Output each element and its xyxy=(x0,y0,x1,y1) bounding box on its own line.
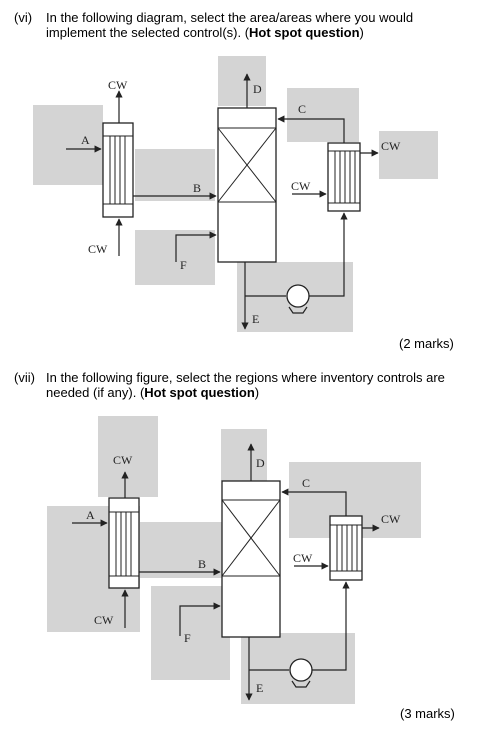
label-d: D xyxy=(253,82,262,96)
distillation-column xyxy=(221,480,281,638)
left-heat-exchanger xyxy=(108,497,140,589)
label-cw-right: CW xyxy=(381,512,401,526)
diagram-vi: CW A CW B D F C CW CW E xyxy=(33,56,438,332)
hotspot-region-stream-b[interactable] xyxy=(130,522,222,578)
feed-f-line xyxy=(175,231,217,262)
question-vi-hotspot-label: Hot spot question xyxy=(249,25,360,40)
reflux-c-line xyxy=(281,488,347,516)
hotspot-region-reflux-c[interactable] xyxy=(287,88,359,142)
hotspot-region-feed-f[interactable] xyxy=(151,586,230,680)
distillation-column xyxy=(217,107,277,263)
question-vi-number: (vi) xyxy=(14,10,33,25)
label-d: D xyxy=(256,456,265,470)
pump-icon xyxy=(289,658,313,688)
label-e: E xyxy=(256,681,263,695)
right-condenser xyxy=(327,142,361,212)
question-vii-text-end: ) xyxy=(254,385,260,400)
label-c: C xyxy=(298,102,306,116)
question-vii-marks: (3 marks) xyxy=(400,706,455,721)
hotspot-region-cw-top[interactable] xyxy=(98,416,158,497)
question-vii-text-start: In the following figure, select the regi… xyxy=(46,370,445,400)
question-vii-number: (vii) xyxy=(14,370,35,385)
label-cw-top: CW xyxy=(113,453,133,467)
reboiler-line xyxy=(312,581,350,671)
question-vi-text: In the following diagram, select the are… xyxy=(46,10,456,40)
question-vii-hotspot-label: Hot spot question xyxy=(144,385,255,400)
hotspot-region-vapor-d[interactable] xyxy=(218,56,266,106)
hotspot-region-feed-a[interactable] xyxy=(33,105,103,185)
hotspot-region-stream-b[interactable] xyxy=(135,149,215,201)
right-condenser xyxy=(329,515,363,581)
label-cw-mid: CW xyxy=(291,179,311,193)
label-b: B xyxy=(198,557,206,571)
left-heat-exchanger xyxy=(102,122,134,218)
label-c: C xyxy=(302,476,310,490)
hotspot-region-vapor-d[interactable] xyxy=(221,429,267,481)
question-vi-text-start: In the following diagram, select the are… xyxy=(46,10,414,40)
label-cw-bottom: CW xyxy=(94,613,114,627)
question-vi-text-end: ) xyxy=(359,25,364,40)
label-cw-bottom: CW xyxy=(88,242,108,256)
hotspot-region-feed-f[interactable] xyxy=(135,230,215,285)
reboiler-line xyxy=(309,212,348,297)
question-vii-text: In the following figure, select the regi… xyxy=(46,370,456,400)
label-b: B xyxy=(193,181,201,195)
label-a: A xyxy=(81,133,90,147)
label-e: E xyxy=(252,312,259,326)
label-a: A xyxy=(86,508,95,522)
label-cw-top: CW xyxy=(108,78,128,92)
diagram-vii: CW A CW B D F C CW CW E xyxy=(47,416,421,704)
label-cw-mid: CW xyxy=(293,551,313,565)
label-f: F xyxy=(180,258,187,272)
reflux-c-line xyxy=(277,115,345,143)
hotspot-region-condenser-cw[interactable] xyxy=(379,131,438,179)
question-vi-marks: (2 marks) xyxy=(399,336,454,351)
feed-f-line xyxy=(179,602,221,636)
label-f: F xyxy=(184,631,191,645)
label-cw-right: CW xyxy=(381,139,401,153)
